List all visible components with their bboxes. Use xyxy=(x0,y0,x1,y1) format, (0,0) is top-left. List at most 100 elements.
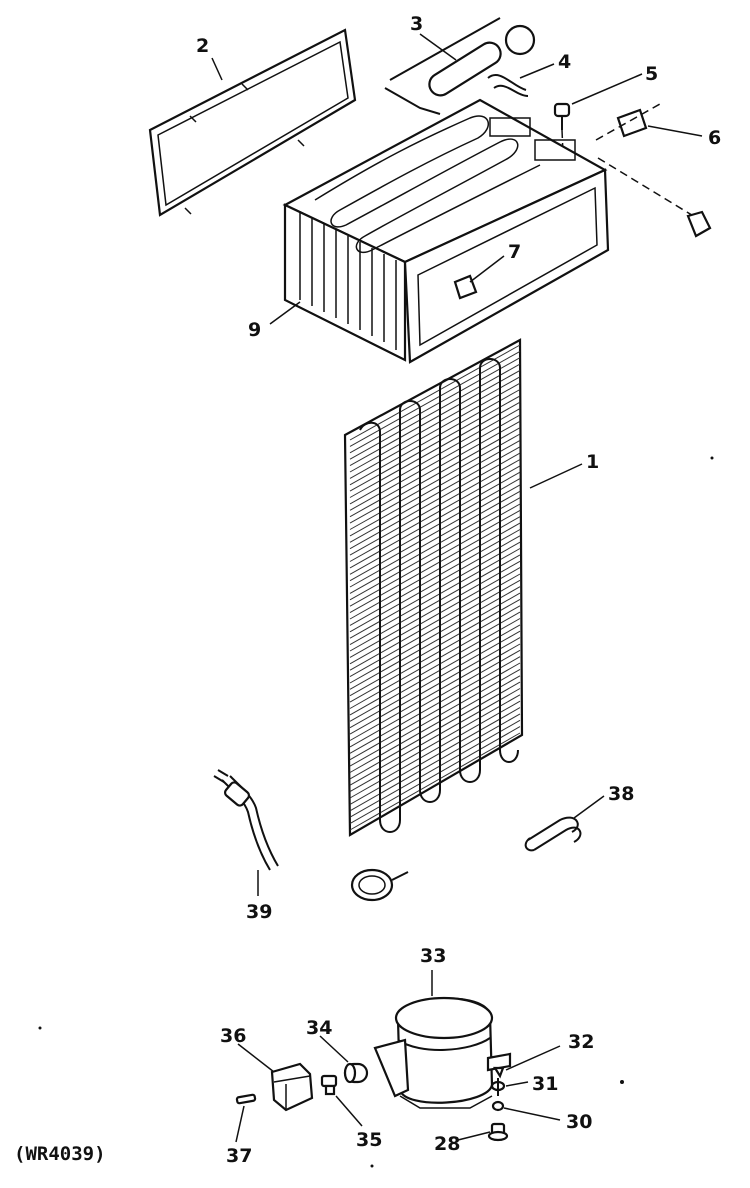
part-39-power-cord xyxy=(213,769,279,871)
label-part-9: 9 xyxy=(248,319,261,341)
label-part-7: 7 xyxy=(508,241,521,263)
condenser-wire xyxy=(349,675,521,773)
speck xyxy=(710,456,714,460)
condenser-wire xyxy=(349,688,521,786)
condenser-wire xyxy=(349,497,521,594)
condenser-wire xyxy=(349,363,521,460)
condenser-wire xyxy=(349,344,521,441)
condenser-wire xyxy=(349,637,521,735)
part-38-clip xyxy=(524,816,582,852)
label-part-31: 31 xyxy=(532,1073,558,1095)
condenser-wire xyxy=(349,433,521,530)
condenser-wire xyxy=(349,567,521,665)
label-part-32: 32 xyxy=(568,1031,594,1053)
part-37-pin xyxy=(235,1093,257,1105)
label-part-35: 35 xyxy=(356,1129,382,1151)
part-9-evaporator xyxy=(282,98,610,364)
condenser-wire xyxy=(349,573,521,671)
condenser-wire xyxy=(349,478,521,575)
part-6-bracket xyxy=(595,103,712,238)
part-36-relay xyxy=(270,1062,314,1112)
condenser-wire xyxy=(349,579,521,678)
part-31-washer xyxy=(490,1078,506,1096)
condenser-wire xyxy=(349,459,521,556)
condenser-wire xyxy=(349,529,521,626)
condenser-wire xyxy=(349,427,521,524)
condenser-wire xyxy=(349,598,521,697)
condenser-wire xyxy=(349,611,521,709)
condenser-wire xyxy=(349,624,521,722)
condenser-wire xyxy=(349,681,521,780)
condenser-wire xyxy=(349,605,521,703)
condenser-wire xyxy=(349,509,521,607)
condenser-wire xyxy=(349,484,521,582)
condenser-wire xyxy=(349,490,521,588)
label-part-5: 5 xyxy=(645,63,658,85)
label-part-28: 28 xyxy=(434,1133,460,1155)
condenser-wire xyxy=(349,439,521,537)
condenser-wire xyxy=(349,516,521,614)
condenser-wire xyxy=(349,350,521,447)
part-34-plug xyxy=(343,1062,369,1084)
condenser-wire xyxy=(349,732,521,831)
condenser-wire xyxy=(349,452,521,550)
condenser-wire xyxy=(349,357,521,454)
condenser-wire xyxy=(349,713,521,812)
condenser-wire xyxy=(349,668,521,767)
part-1-condenser xyxy=(343,338,524,902)
diagram-code: (WR4039) xyxy=(14,1143,106,1165)
speck xyxy=(620,1080,624,1084)
condenser-wire xyxy=(349,662,521,761)
part-33-compressor xyxy=(373,996,512,1109)
condenser-wire xyxy=(349,700,521,799)
condenser-wire xyxy=(349,586,521,684)
label-part-30: 30 xyxy=(566,1111,592,1133)
condenser-wire xyxy=(349,630,521,729)
condenser-wire xyxy=(349,541,521,639)
condenser-wire xyxy=(349,369,521,467)
condenser-wire xyxy=(349,643,521,741)
speck xyxy=(38,1026,42,1030)
label-part-37: 37 xyxy=(226,1145,252,1167)
condenser-wire xyxy=(349,560,521,658)
part-3-accumulator-tube xyxy=(384,17,536,115)
condenser-wire xyxy=(349,726,521,825)
condenser-wire xyxy=(349,408,521,505)
condenser-wire xyxy=(349,395,521,492)
condenser-wire xyxy=(349,548,521,646)
label-part-36: 36 xyxy=(220,1025,246,1047)
label-part-2: 2 xyxy=(196,35,209,57)
condenser-wire xyxy=(349,535,521,633)
condenser-wire xyxy=(349,389,521,486)
part-28-mount xyxy=(487,1122,509,1142)
condenser-wire xyxy=(349,471,521,569)
condenser-wire xyxy=(349,592,521,690)
part-30-grommet xyxy=(491,1100,505,1112)
condenser-wire xyxy=(349,465,521,562)
label-part-39: 39 xyxy=(246,901,272,923)
label-part-33: 33 xyxy=(420,945,446,967)
condenser-wire xyxy=(349,382,521,479)
speck xyxy=(370,1164,374,1168)
label-part-4: 4 xyxy=(558,51,571,73)
condenser-wire xyxy=(349,719,521,818)
condenser-wire xyxy=(349,707,521,805)
label-part-6: 6 xyxy=(708,127,721,149)
condenser-wire xyxy=(349,446,521,543)
part-35-connector xyxy=(320,1074,338,1096)
condenser-wire xyxy=(349,656,521,754)
condenser-wire xyxy=(349,420,521,518)
condenser-wire xyxy=(349,503,521,601)
label-part-1: 1 xyxy=(586,451,599,473)
label-part-34: 34 xyxy=(306,1017,332,1039)
condenser-wire xyxy=(349,554,521,652)
part-2-cover-panel xyxy=(148,28,357,217)
condenser-wire xyxy=(349,376,521,473)
label-part-38: 38 xyxy=(608,783,634,805)
label-part-3: 3 xyxy=(410,13,423,35)
condenser-wire xyxy=(349,618,521,716)
part-32-screw xyxy=(493,1066,505,1079)
condenser-wire xyxy=(349,522,521,620)
